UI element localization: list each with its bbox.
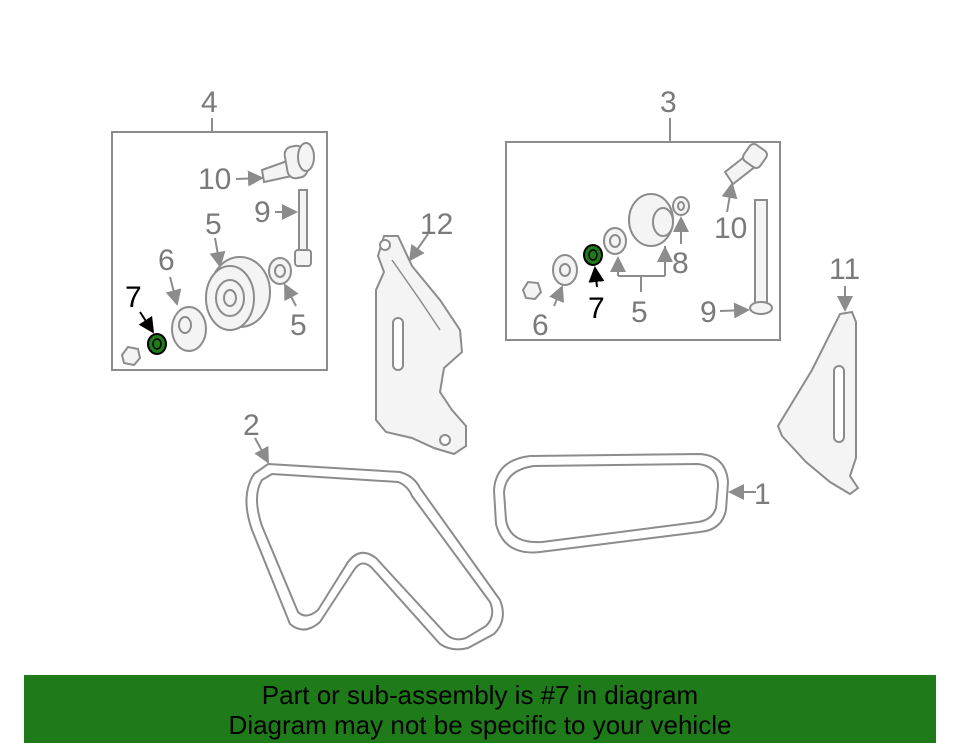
banner-line-2: Diagram may not be specific to your vehi… xyxy=(228,710,732,740)
belt-2 xyxy=(245,437,504,651)
callout-3: 3 xyxy=(660,86,677,119)
callout-5-left-spacer: 5 xyxy=(290,309,307,342)
callout-7-left: 7 xyxy=(125,281,142,314)
assembly-3-group: 3 10 9 8 xyxy=(505,86,781,342)
callout-12: 12 xyxy=(420,208,453,241)
callout-6-right: 6 xyxy=(532,309,549,342)
callout-10-left: 10 xyxy=(198,163,231,196)
nut-left xyxy=(120,345,142,367)
bolt-10-left xyxy=(260,142,315,184)
bolt-10-right xyxy=(723,143,768,186)
callout-7-right: 7 xyxy=(588,292,605,325)
callout-5-right: 5 xyxy=(631,296,648,329)
bracket-12: 12 xyxy=(375,208,467,456)
callout-2: 2 xyxy=(243,409,260,442)
callout-9-right: 9 xyxy=(700,296,717,329)
callout-9-left: 9 xyxy=(254,196,271,229)
bolt-9-left xyxy=(294,189,312,267)
banner-line-1: Part or sub-assembly is #7 in diagram xyxy=(261,680,699,710)
bearing-7-right xyxy=(583,244,603,266)
callout-8: 8 xyxy=(672,247,689,280)
pulley-right xyxy=(628,193,674,247)
callout-1: 1 xyxy=(754,478,771,511)
pulley-5-left xyxy=(205,256,271,331)
washer-6-left xyxy=(171,306,207,352)
callout-5-left-main: 5 xyxy=(205,208,222,241)
bolt-9-right xyxy=(749,199,773,315)
bracket-11: 11 xyxy=(776,253,860,496)
bearing-7-left xyxy=(147,333,167,355)
callout-10-right: 10 xyxy=(714,212,747,245)
washer-8 xyxy=(672,196,690,216)
callout-6-left: 6 xyxy=(158,244,175,277)
nut-right xyxy=(521,280,543,301)
callout-11: 11 xyxy=(829,253,860,286)
parts-diagram: 4 10 9 5 5 xyxy=(111,86,860,651)
assembly-4-group: 4 10 9 5 5 xyxy=(111,86,328,371)
callout-4: 4 xyxy=(201,86,218,119)
spacer-5-left xyxy=(268,257,292,285)
spacer-5-right xyxy=(603,227,627,255)
washer-6-right xyxy=(552,254,578,286)
belt-1 xyxy=(492,452,756,554)
info-banner: Part or sub-assembly is #7 in diagram Di… xyxy=(24,675,936,743)
